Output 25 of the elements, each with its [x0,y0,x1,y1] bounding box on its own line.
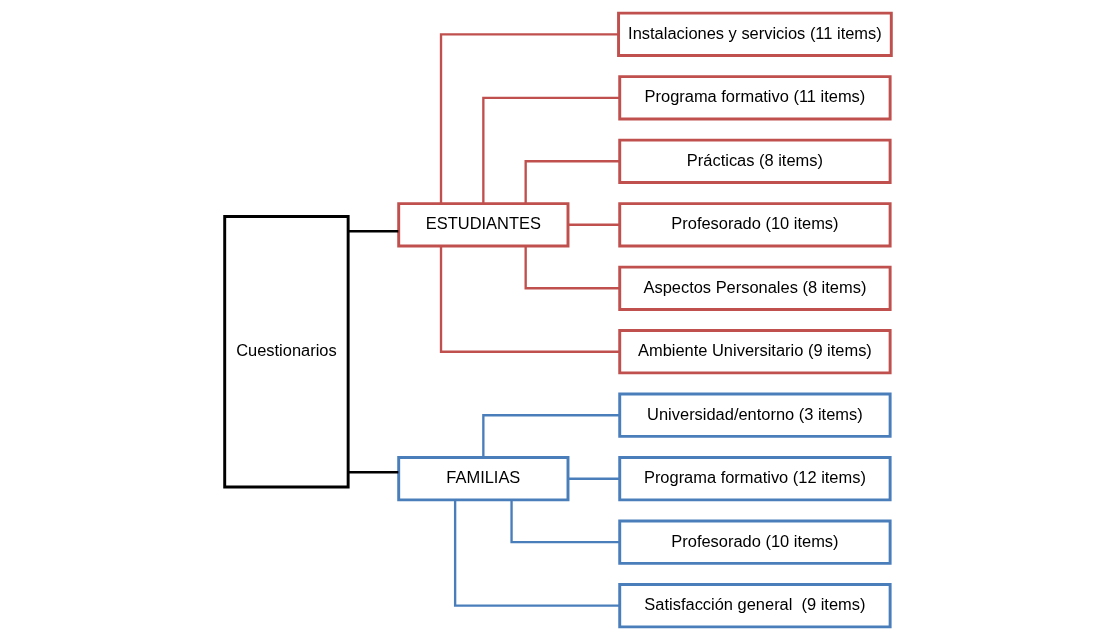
connector [481,414,620,458]
node-box: Programa formativo (11 items) [617,75,892,121]
node-box: ESTUDIANTES [396,202,569,248]
connector [347,471,398,474]
node-box: FAMILIAS [396,456,569,502]
connector [524,160,620,204]
node-box: Aspectos Personales (8 items) [617,265,892,311]
node-box: Profesorado (10 items) [617,519,892,565]
connector [567,477,619,480]
connector [439,33,618,204]
node-box: Universidad/entorno (3 items) [617,392,892,438]
node-box: Instalaciones y servicios (11 items) [616,11,893,57]
connector [481,96,620,204]
node-box: Prácticas (8 items) [617,138,892,184]
connector [509,500,620,544]
connector [439,246,619,353]
node-box: Ambiente Universitario (9 items) [617,329,892,375]
node-box: Cuestionarios [222,215,350,489]
node-box: Satisfacción general (9 items) [617,583,892,629]
connector [524,246,620,290]
connector [347,230,398,233]
connector [567,223,619,226]
connector [453,500,619,607]
node-box: Programa formativo (12 items) [617,456,892,502]
node-box: Profesorado (10 items) [617,202,892,248]
